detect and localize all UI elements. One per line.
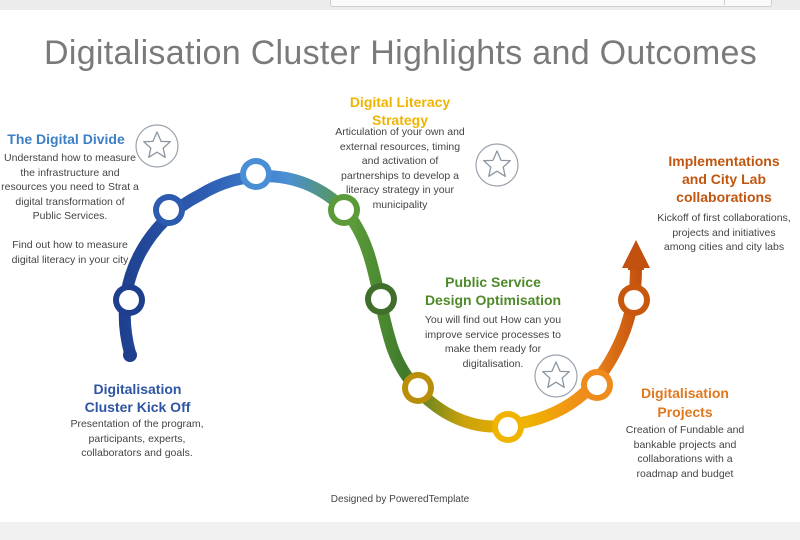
stage-title-service-line2: Design Optimisation — [424, 292, 562, 308]
stage-text-projects: Creation of Fundable and bankable projec… — [625, 424, 745, 480]
stage-title-projects-line1: Digitalisation — [641, 385, 729, 401]
slide-title: Digitalisation Cluster Highlights and Ou… — [44, 34, 758, 72]
stage-text-service: You will find out How can you improve se… — [424, 314, 562, 370]
address-bar[interactable] — [330, 0, 772, 7]
stage-text-digital-divide: Understand how to measure the infrastruc… — [1, 152, 139, 266]
footer-credit: Designed by PoweredTemplate — [330, 494, 470, 505]
stage-title-implementations-line3: collaborations — [676, 189, 772, 205]
stage-title-digital-divide: The Digital Divide — [7, 131, 125, 147]
milestone-node — [618, 284, 650, 316]
milestone-node — [581, 369, 613, 401]
milestone-node — [492, 411, 524, 443]
stage-title-projects-line2: Projects — [657, 404, 713, 420]
stage-text-implementations: Kickoff of first collaborations, project… — [657, 212, 791, 253]
milestone-node — [328, 194, 360, 226]
start-dot — [123, 348, 137, 362]
stage-text-literacy: Articulation of your own and external re… — [335, 126, 465, 211]
milestone-node — [365, 283, 397, 315]
stage-title-literacy-line1: Digital Literacy — [349, 94, 451, 110]
address-bar-divider — [724, 0, 725, 5]
milestone-node — [240, 158, 272, 190]
milestone-node — [113, 284, 145, 316]
stage-title-kickoff-line1: Digitalisation — [93, 381, 182, 397]
browser-top-bar — [0, 0, 800, 10]
arrow-head-icon — [622, 240, 650, 268]
bottom-strip — [0, 522, 800, 540]
stage-title-kickoff-line2: Cluster Kick Off — [84, 399, 191, 415]
stage-text-kickoff: Presentation of the program, participant… — [70, 418, 204, 459]
milestone-node — [153, 194, 185, 226]
stage-title-literacy-line2: Strategy — [371, 112, 429, 128]
stage-title-implementations-line1: Implementations — [668, 153, 780, 169]
star-icon — [135, 124, 179, 168]
stage-title-implementations-line2: and City Lab — [681, 171, 766, 187]
stage-title-service-line1: Public Service — [445, 274, 541, 290]
star-icon — [475, 143, 519, 187]
milestone-node — [402, 372, 434, 404]
